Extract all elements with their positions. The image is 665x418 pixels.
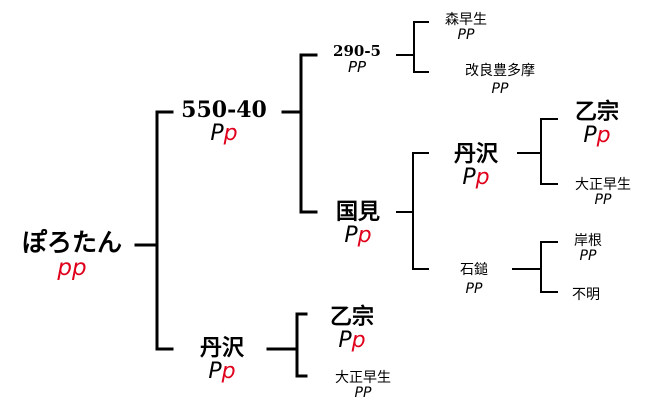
node-sire-dam: 国見 Pp — [336, 201, 380, 247]
node-genotype: Pp — [575, 124, 619, 147]
node-genotype: PP — [333, 57, 381, 76]
allele-1: P — [491, 80, 500, 97]
allele-1: p — [57, 255, 72, 282]
allele-1: P — [465, 280, 474, 297]
node-ss-sire: 森早生 PP — [445, 13, 487, 42]
node-sdd-sire: 岸根 PP — [574, 234, 602, 263]
node-sdd-dam: 不明 — [572, 288, 600, 303]
allele-1: P — [208, 359, 222, 385]
node-name: 岸根 — [574, 233, 602, 249]
node-ss-dam: 改良豊多摩 PP — [465, 64, 535, 96]
node-sd-sire: 丹沢 Pp — [454, 143, 498, 189]
allele-1: P — [462, 165, 476, 191]
node-name: 森早生 — [445, 12, 487, 28]
allele-2: P — [588, 247, 597, 264]
node-genotype: PP — [335, 384, 391, 401]
allele-2: p — [351, 328, 366, 354]
node-name: 乙宗 — [574, 100, 620, 125]
node-name: 国見 — [335, 200, 381, 225]
node-genotype: pp — [22, 256, 122, 280]
node-name: 大正早生 — [575, 177, 631, 193]
allele-1: P — [210, 121, 224, 147]
node-genotype: Pp — [330, 329, 374, 352]
node-name: 不明 — [572, 287, 600, 303]
allele-2: p — [223, 121, 238, 147]
node-name: 乙宗 — [329, 305, 375, 330]
allele-2: p — [596, 123, 611, 149]
allele-2: p — [475, 165, 490, 191]
node-genotype: Pp — [200, 360, 244, 383]
allele-1: P — [354, 384, 363, 401]
allele-1: P — [347, 57, 357, 76]
node-genotype: Pp — [181, 122, 267, 145]
node-name: ぽろたん — [21, 228, 123, 257]
node-genotype: PP — [460, 280, 488, 297]
node-genotype: PP — [575, 191, 631, 208]
allele-1: P — [338, 328, 352, 354]
allele-2: P — [363, 384, 372, 401]
allele-2: P — [356, 57, 367, 76]
node-genotype: Pp — [336, 224, 380, 247]
node-sds-sire: 乙宗 Pp — [575, 101, 619, 147]
allele-2: P — [474, 280, 483, 297]
node-name: 丹沢 — [199, 336, 245, 361]
allele-2: p — [71, 255, 87, 282]
node-genotype: PP — [445, 26, 487, 43]
node-name: 大正早生 — [335, 370, 391, 386]
allele-2: p — [221, 359, 236, 385]
allele-1: P — [579, 247, 588, 264]
allele-2: P — [500, 80, 509, 97]
node-name: 改良豊多摩 — [465, 63, 535, 79]
node-sd-dam: 石鎚 PP — [460, 263, 488, 296]
allele-1: P — [344, 223, 358, 249]
node-name: 石鎚 — [460, 262, 488, 278]
node-name: 550-40 — [181, 97, 267, 123]
node-genotype: PP — [465, 80, 535, 97]
node-genotype: Pp — [454, 166, 498, 189]
node-sds-dam: 大正早生 PP — [575, 178, 631, 207]
allele-1: P — [457, 26, 466, 43]
node-name: 丹沢 — [453, 142, 499, 167]
node-root: ぽろたん pp — [21, 228, 123, 280]
node-dam-sire: 乙宗 Pp — [330, 306, 374, 352]
allele-1: P — [583, 123, 597, 149]
allele-1: P — [594, 191, 603, 208]
allele-2: p — [357, 223, 372, 249]
allele-2: P — [603, 191, 612, 208]
node-dam-dam: 大正早生 PP — [335, 371, 391, 400]
allele-2: P — [466, 26, 475, 43]
node-name: 290-5 — [333, 42, 381, 60]
node-genotype: PP — [574, 247, 602, 264]
node-sire-sire: 290-5 PP — [333, 42, 381, 76]
node-sire: 550-40 Pp — [181, 97, 267, 145]
node-dam: 丹沢 Pp — [200, 337, 244, 383]
